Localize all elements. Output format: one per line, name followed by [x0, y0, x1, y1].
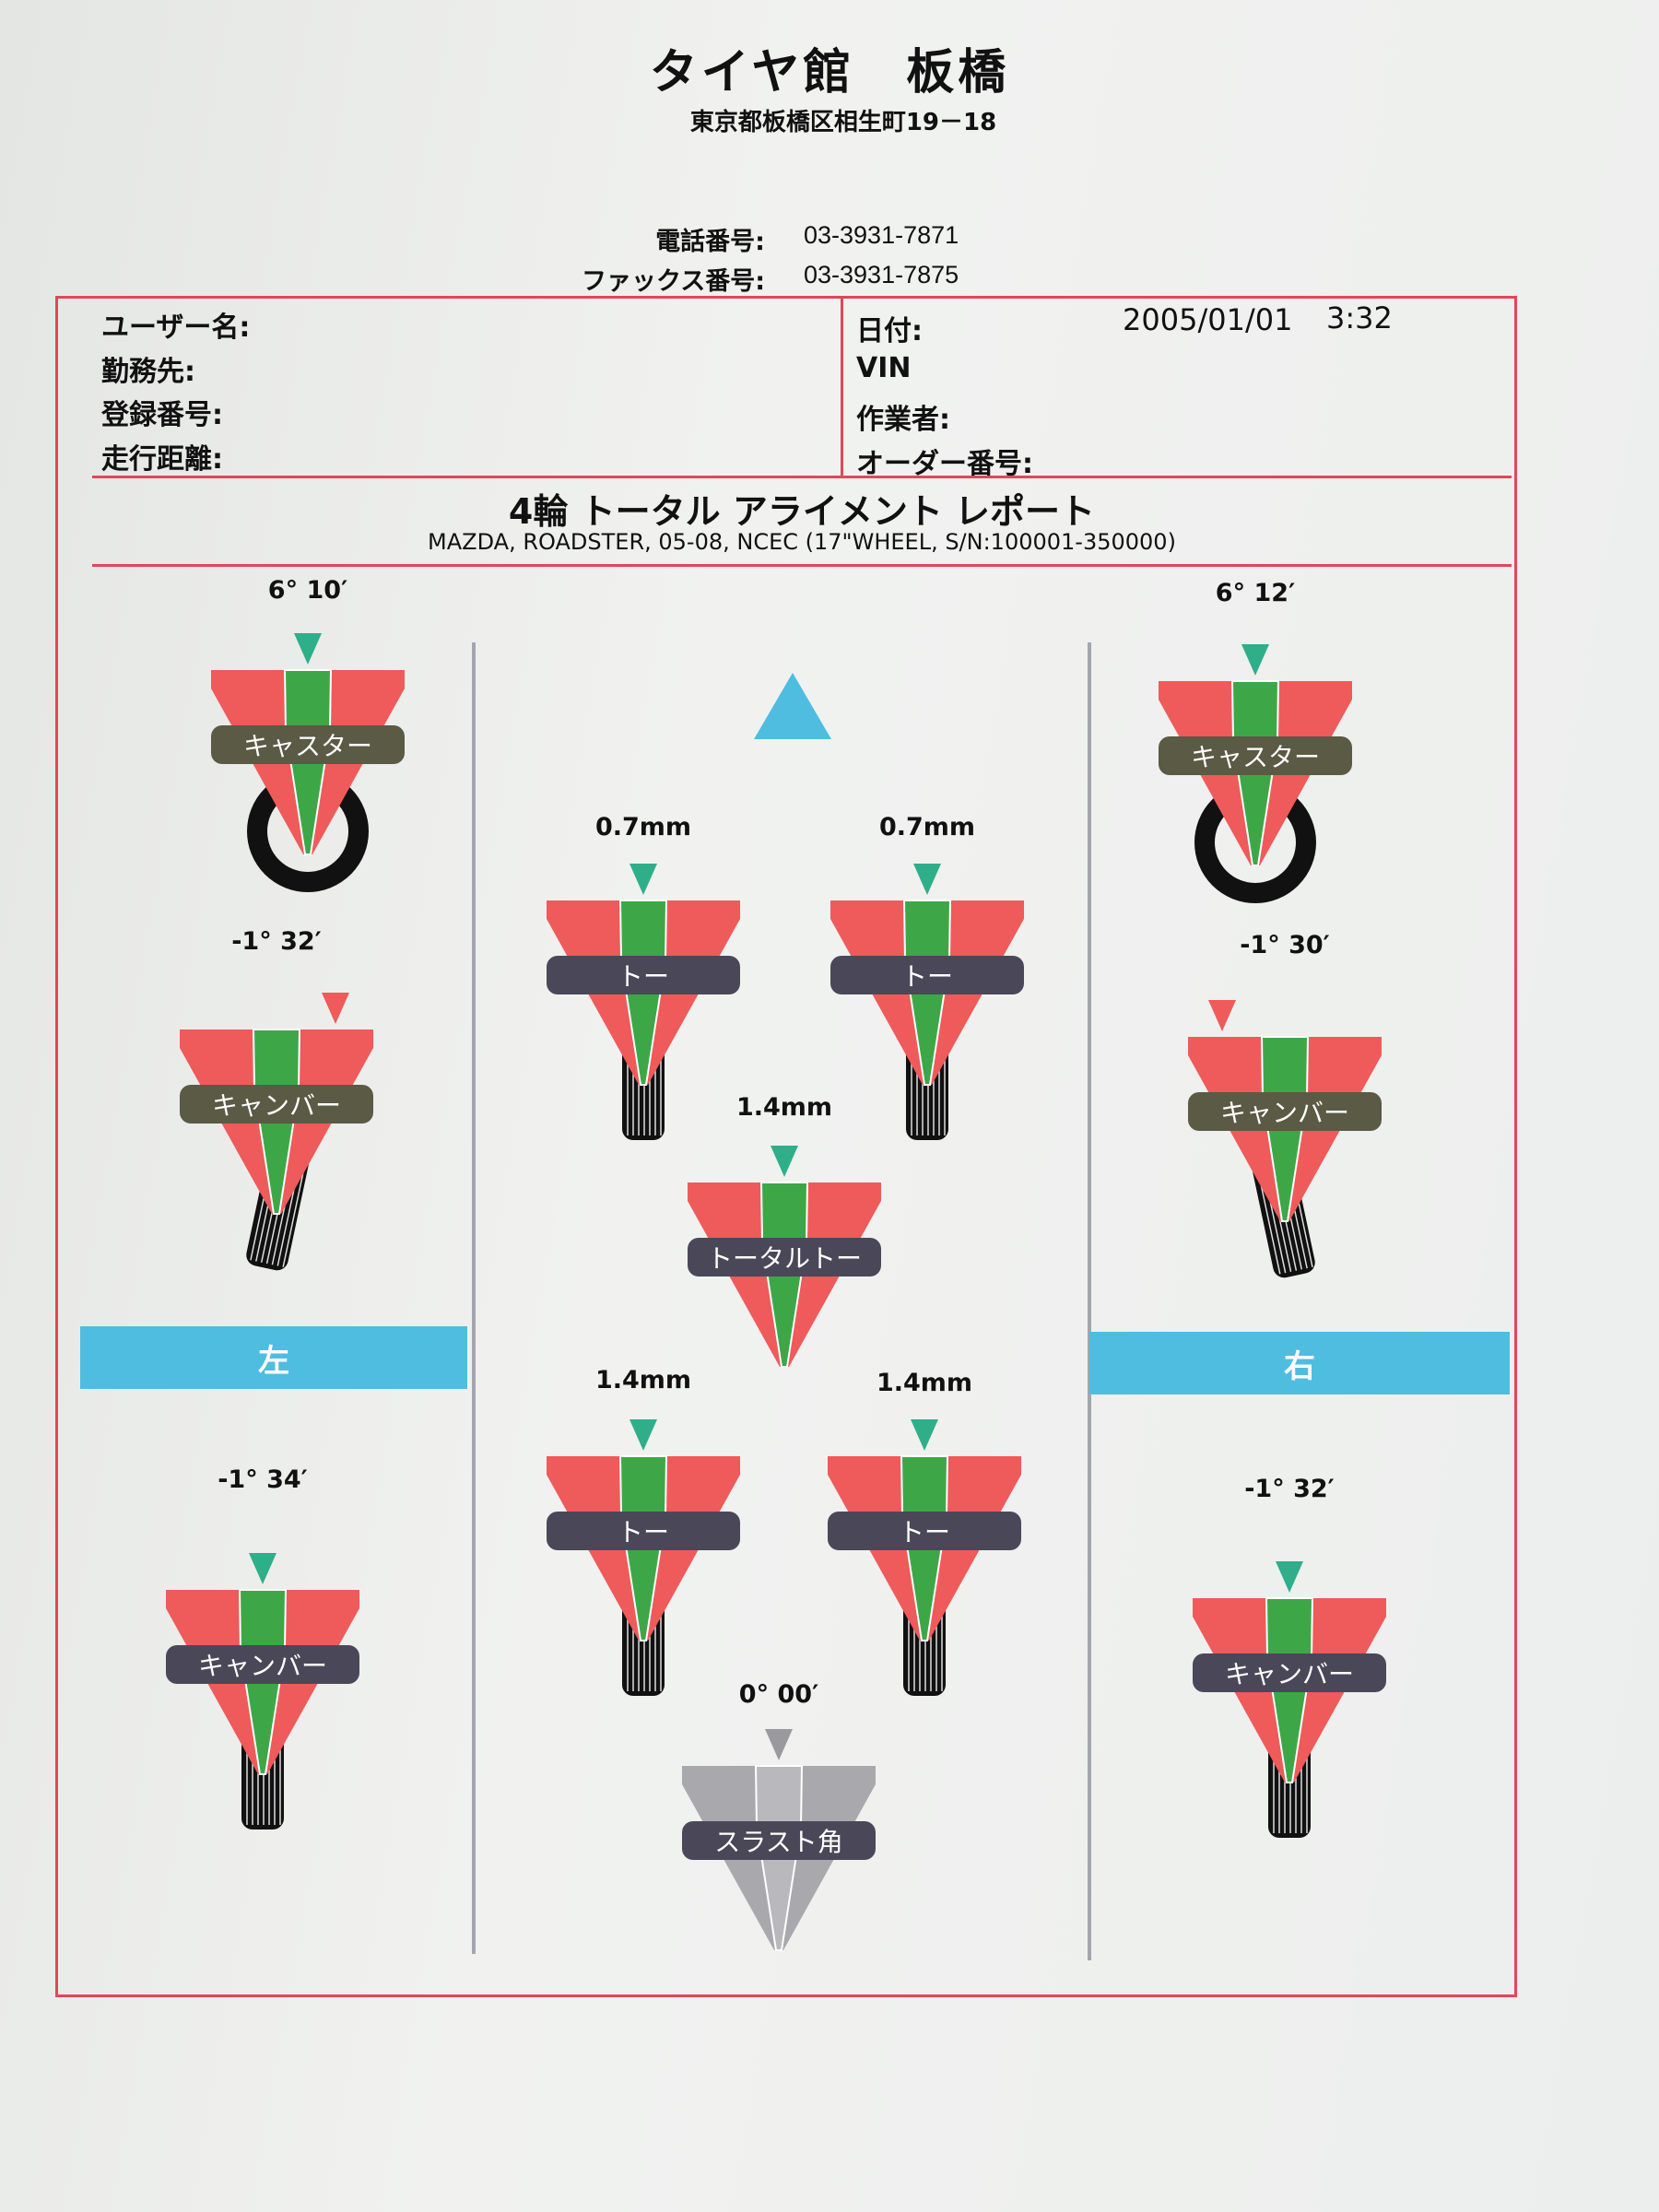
front-direction-icon — [754, 673, 831, 739]
camber-right-front-gauge: キャンバー — [1188, 995, 1382, 1281]
left-side-label: 左 — [258, 1342, 289, 1380]
marker-icon — [294, 633, 322, 665]
thrust-angle-gauge: スラスト角 — [682, 1724, 876, 2010]
shop-name: タイヤ館 板橋 — [649, 45, 1010, 100]
total-toe-front-gauge: トータルトー — [688, 1141, 881, 1427]
report-frame — [55, 296, 1517, 1997]
info-divider-bottom — [92, 476, 1512, 478]
date-value: 2005/01/01 — [1123, 302, 1293, 337]
marker-icon — [322, 993, 349, 1024]
right-side-band: 右 — [1089, 1332, 1510, 1394]
camber-right-rear-value: -1° 32′ — [1244, 1475, 1335, 1503]
date-label: 日付: — [856, 315, 923, 347]
marker-icon — [765, 1729, 793, 1760]
report-title: 4輪 トータル アライメント レポート — [508, 491, 1096, 532]
toe-right-rear-gauge: トー — [828, 1415, 1021, 1700]
toe-right-front-gauge: トー — [830, 859, 1024, 1145]
camber-right-front-label: キャンバー — [1188, 1092, 1382, 1131]
toe-left-rear-gauge: トー — [547, 1415, 740, 1700]
caster-left-front-value: 6° 10′ — [267, 576, 348, 605]
camber-left-front-gauge: キャンバー — [180, 988, 373, 1274]
registration-label: 登録番号: — [101, 399, 223, 431]
camber-left-front-value: -1° 32′ — [231, 927, 322, 956]
workplace-label: 勤務先: — [101, 356, 195, 388]
camber-left-front-label: キャンバー — [180, 1085, 373, 1124]
caster-right-front-label: キャスター — [1159, 736, 1352, 775]
marker-icon — [771, 1146, 798, 1177]
toe-right-rear-value: 1.4mm — [876, 1369, 973, 1397]
toe-right-front-label: トー — [830, 956, 1024, 994]
right-body-line — [1088, 642, 1091, 1960]
camber-right-front-value: -1° 30′ — [1240, 931, 1330, 959]
right-side-label: 右 — [1284, 1347, 1315, 1385]
toe-right-front-value: 0.7mm — [878, 813, 976, 841]
total-toe-front-value: 1.4mm — [735, 1093, 833, 1122]
camber-left-rear-label: キャンバー — [166, 1645, 359, 1684]
marker-icon — [629, 864, 657, 895]
caster-left-front-label: キャスター — [211, 725, 405, 764]
camber-right-rear-gauge: キャンバー — [1193, 1557, 1386, 1842]
camber-left-rear-value: -1° 34′ — [218, 1465, 308, 1494]
toe-left-rear-value: 1.4mm — [594, 1366, 692, 1394]
caster-right-front-gauge: キャスター — [1159, 640, 1352, 925]
total-toe-front-label: トータルトー — [688, 1238, 881, 1277]
left-side-band: 左 — [80, 1326, 467, 1389]
marker-icon — [1208, 1000, 1236, 1031]
fax-number: 03-3931-7875 — [804, 261, 959, 288]
camber-right-rear-label: キャンバー — [1193, 1653, 1386, 1692]
operator-label: 作業者: — [856, 404, 950, 436]
marker-icon — [913, 864, 941, 895]
left-body-line — [472, 642, 476, 1954]
vehicle-spec: MAZDA, ROADSTER, 05-08, NCEC (17"WHEEL, … — [428, 529, 1176, 555]
thrust-angle-label: スラスト角 — [682, 1821, 876, 1860]
phone-number: 03-3931-7871 — [804, 221, 959, 249]
phone-label: 電話番号: — [655, 228, 765, 256]
toe-left-front-label: トー — [547, 956, 740, 994]
vin-label: VIN — [856, 352, 912, 384]
toe-left-front-value: 0.7mm — [594, 813, 692, 841]
time-value: 3:32 — [1326, 300, 1393, 335]
marker-icon — [1276, 1561, 1303, 1593]
info-divider — [841, 296, 843, 476]
marker-icon — [911, 1419, 938, 1451]
order-number-label: オーダー番号: — [856, 448, 1033, 480]
camber-left-rear-gauge: キャンバー — [166, 1548, 359, 1834]
caster-left-front-gauge: キャスター — [211, 629, 405, 914]
mileage-label: 走行距離: — [101, 443, 223, 476]
fax-label: ファックス番号: — [582, 267, 765, 296]
toe-right-rear-label: トー — [828, 1512, 1021, 1550]
marker-icon — [1241, 644, 1269, 676]
marker-icon — [249, 1553, 276, 1584]
shop-address: 東京都板橋区相生町19－18 — [689, 109, 997, 136]
user-name-label: ユーザー名: — [101, 312, 251, 344]
title-divider — [92, 564, 1512, 567]
thrust-angle-value: 0° 00′ — [738, 1680, 819, 1709]
toe-left-front-gauge: トー — [547, 859, 740, 1145]
caster-right-front-value: 6° 12′ — [1215, 579, 1296, 607]
marker-icon — [629, 1419, 657, 1451]
toe-left-rear-label: トー — [547, 1512, 740, 1550]
